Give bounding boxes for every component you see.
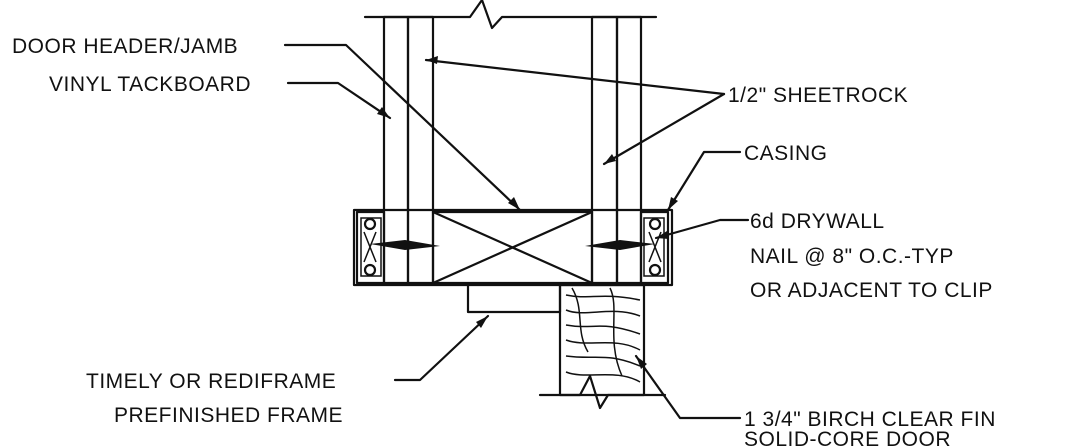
prefinished-frame — [466, 283, 562, 314]
right-casing — [639, 210, 670, 285]
drywall-nails — [370, 240, 655, 250]
right-wall — [590, 15, 643, 285]
label-nail-line2: NAIL @ 8" O.C.-TYP — [750, 245, 954, 268]
label-frame-line1: TIMELY OR REDIFRAME — [86, 370, 336, 393]
solid-core-door — [558, 283, 646, 397]
left-sheetrock — [406, 15, 435, 285]
label-sheetrock: 1/2" SHEETROCK — [728, 84, 908, 107]
label-door-line2: SOLID-CORE DOOR — [744, 428, 951, 448]
label-nail-line3: OR ADJACENT TO CLIP — [750, 279, 993, 302]
label-door-line1: 1 3/4" BIRCH CLEAR FIN — [744, 408, 996, 431]
door-header-block — [431, 210, 594, 285]
label-nail-line1: 6d DRYWALL — [750, 210, 885, 233]
top-break-line — [363, 0, 658, 30]
label-door-header-jamb: DOOR HEADER/JAMB — [12, 35, 238, 58]
left-casing — [355, 210, 386, 285]
label-casing: CASING — [744, 142, 828, 165]
label-frame-line2: PREFINISHED FRAME — [114, 404, 343, 427]
frame-outline — [352, 208, 674, 287]
left-wall — [382, 15, 435, 285]
leader-lines — [283, 43, 750, 420]
label-vinyl-tackboard: VINYL TACKBOARD — [49, 73, 251, 96]
right-tackboard — [615, 15, 643, 285]
bottom-break-line — [538, 374, 667, 410]
